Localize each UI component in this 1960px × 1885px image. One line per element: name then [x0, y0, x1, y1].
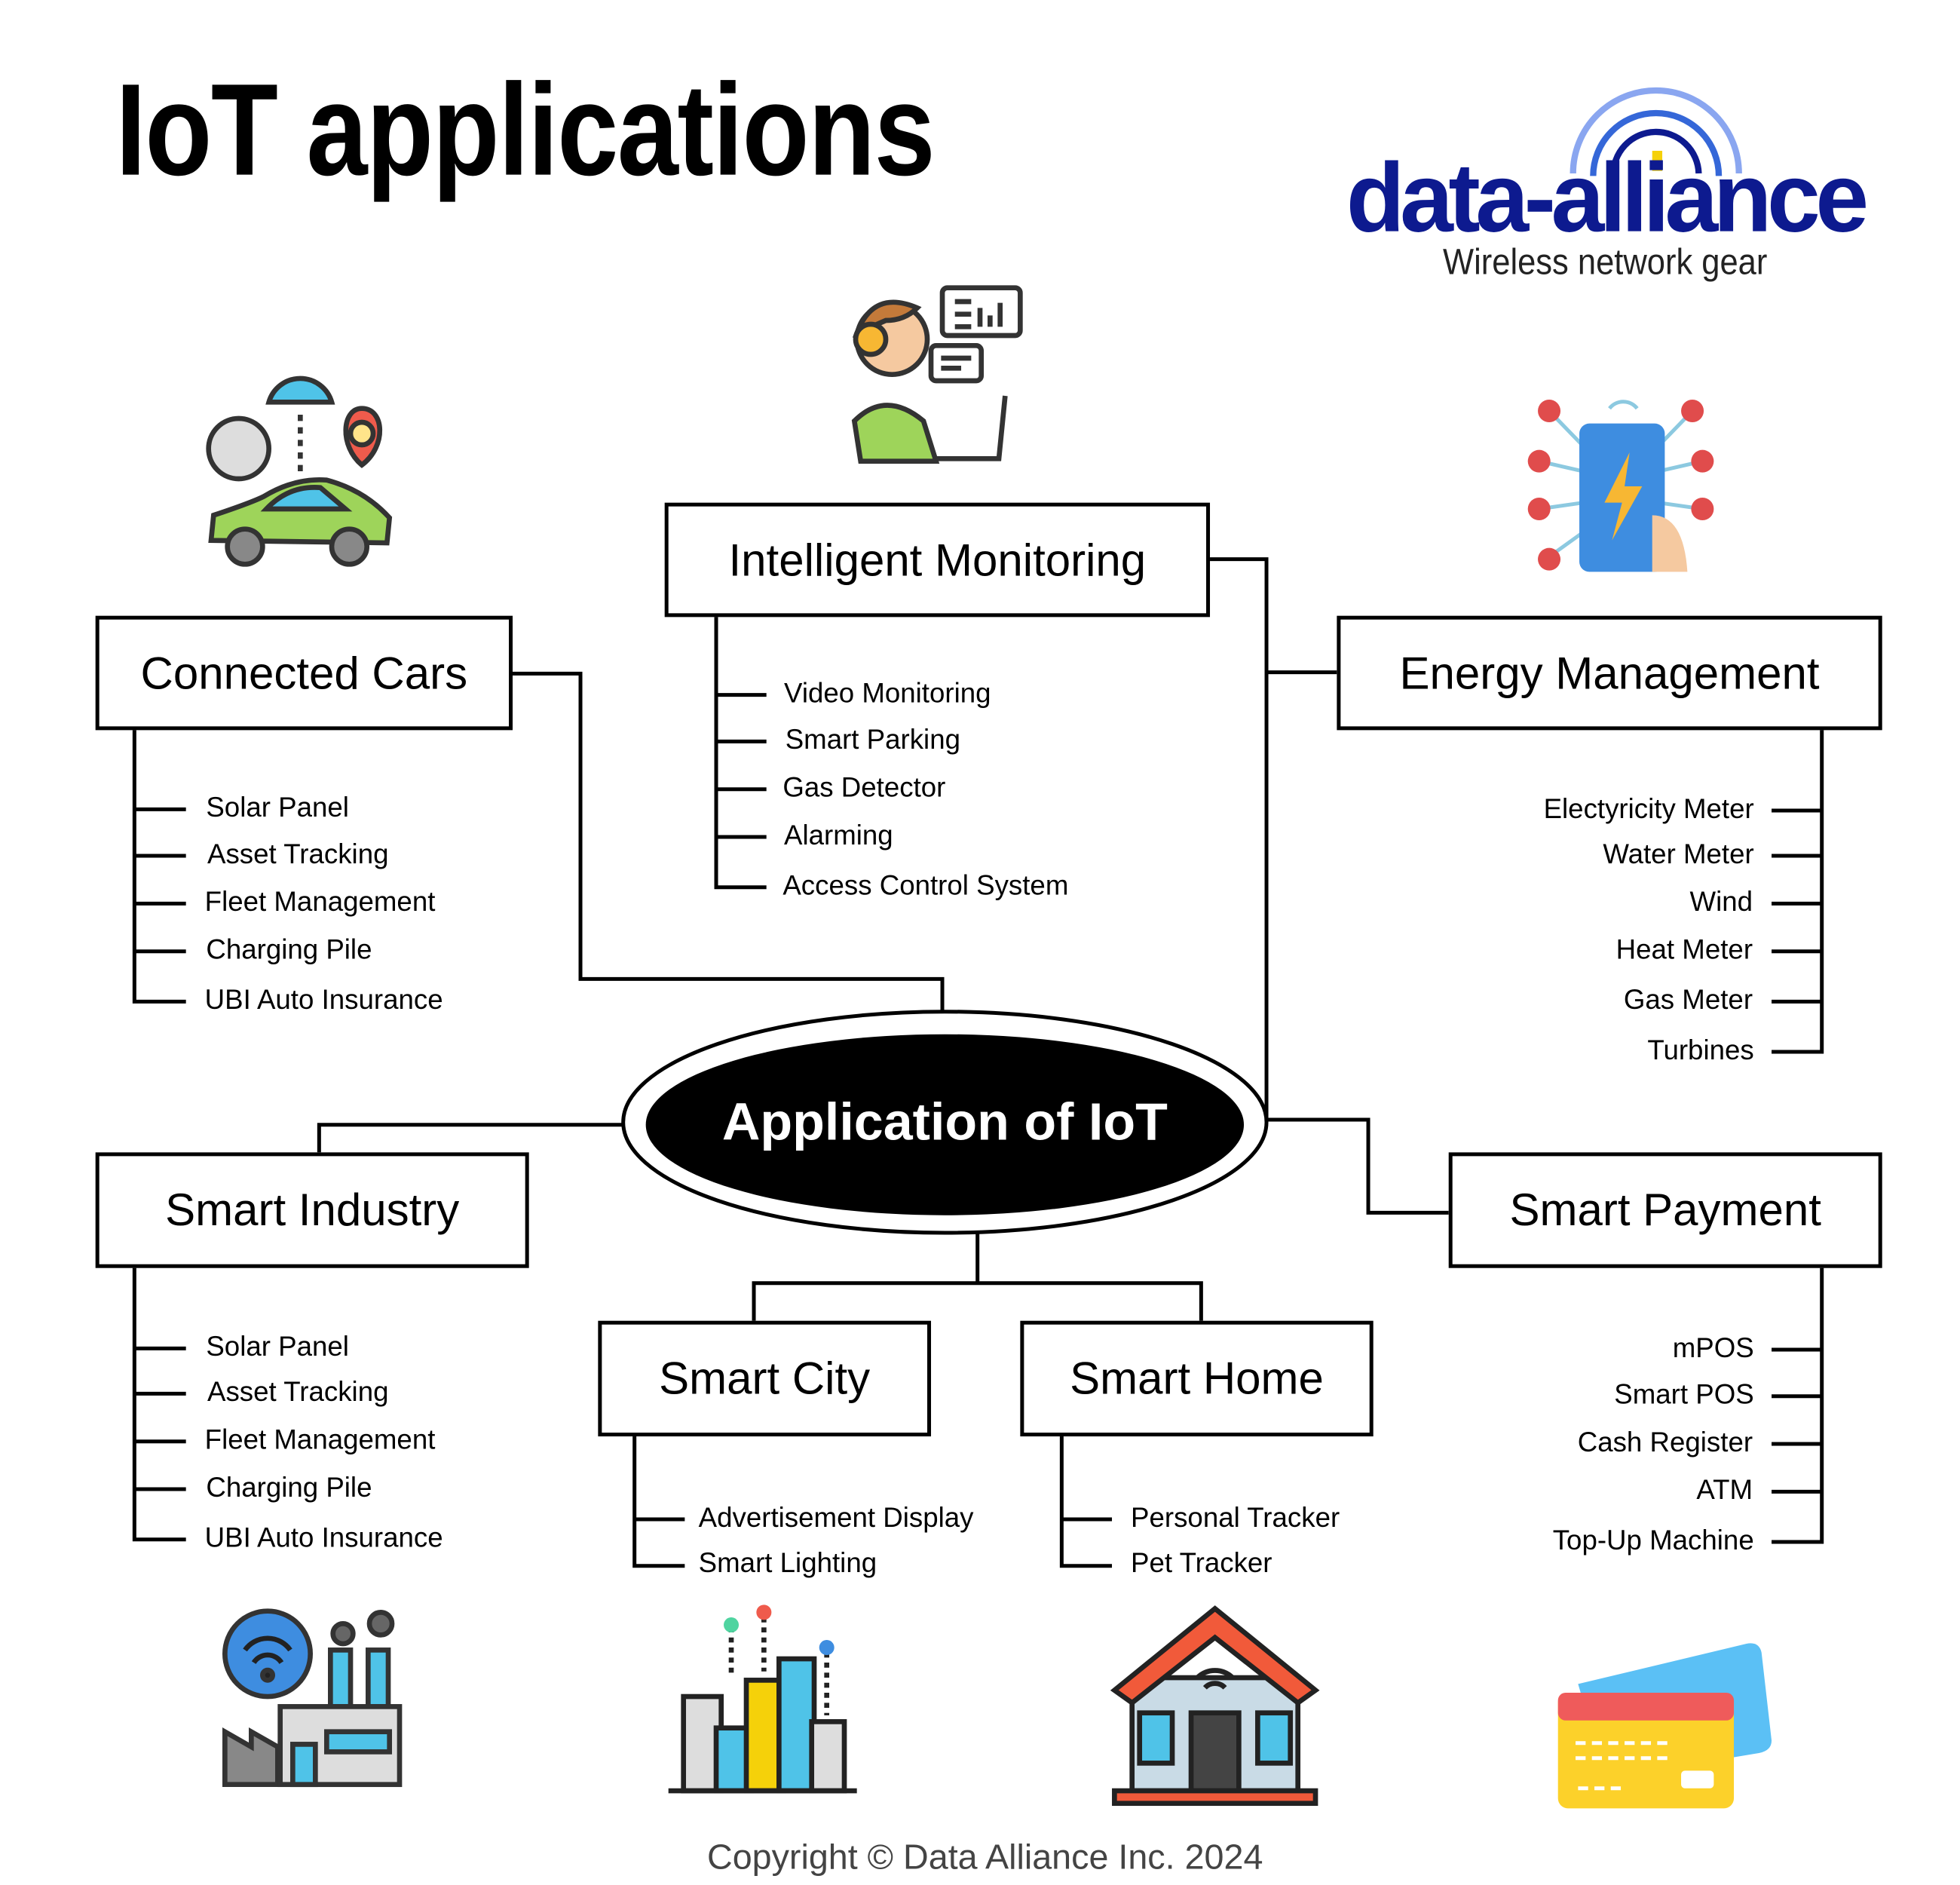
- center-ellipse: [645, 1034, 1245, 1215]
- list-item: Heat Meter: [1615, 933, 1753, 965]
- center-label: Application of IoT: [721, 1092, 1168, 1151]
- list-item: Electyricity Meter: [1543, 792, 1754, 825]
- category-energy-management: Energy Management: [1337, 615, 1882, 731]
- list-item: Cash Register: [1577, 1426, 1753, 1458]
- list-item: Fleet Management: [204, 885, 436, 918]
- support-agent-icon: [851, 285, 1023, 464]
- list-item: Fleet Management: [204, 1424, 436, 1455]
- list-item: Solar Panel: [206, 791, 349, 823]
- list-item: Alarming: [784, 819, 893, 851]
- list-item: Top-Up Machine: [1552, 1524, 1754, 1556]
- list-item: Access Control System: [782, 869, 1069, 901]
- list-item: Smart POS: [1614, 1378, 1754, 1410]
- connected-car-icon: [206, 375, 393, 567]
- logo-arcs-icon: [1570, 87, 1742, 176]
- list-item: mPOS: [1672, 1332, 1754, 1364]
- category-connected-cars: Connected Cars: [95, 615, 513, 731]
- logo-tagline: Wireless network gear: [1443, 242, 1768, 284]
- list-item: Wind: [1689, 885, 1753, 918]
- list-item: Charging Pile: [206, 1471, 372, 1503]
- list-item: Video Monitoring: [784, 677, 991, 709]
- data-alliance-logo: data-alliance Wireless network gear: [1325, 75, 1885, 296]
- smart-city-icon: [668, 1605, 857, 1794]
- list-item: Smart Parking: [785, 723, 961, 756]
- category-smart-payment: Smart Payment: [1448, 1152, 1882, 1268]
- list-item: Turbines: [1647, 1034, 1754, 1066]
- list-item: UBI Auto Insurance: [204, 983, 443, 1016]
- logo-wordmark: data-alliance: [1346, 142, 1869, 253]
- list-item: ATM: [1696, 1473, 1753, 1506]
- list-item: Asset Tracking: [207, 838, 389, 870]
- category-intelligent-monitoring: Intelligent Monitoring: [664, 502, 1211, 618]
- list-item: Gas Meter: [1623, 983, 1753, 1016]
- list-item: Personal Tracker: [1131, 1501, 1340, 1534]
- list-item: UBI Auto Insurance: [204, 1522, 443, 1553]
- list-item: Pet Tracker: [1131, 1546, 1272, 1579]
- page-title: IoT applications: [115, 57, 935, 204]
- list-item: Asset Tracking: [207, 1375, 389, 1408]
- smart-factory-icon: [222, 1608, 403, 1788]
- smartphone-energy-icon: [1527, 400, 1714, 572]
- credit-cards-icon: [1557, 1643, 1772, 1809]
- list-item: Smart Lighting: [698, 1546, 877, 1579]
- category-smart-home: Smart Home: [1020, 1320, 1374, 1437]
- copyright-text: Copyright © Data Alliance Inc. 2024: [706, 1837, 1263, 1877]
- list-item: Charging Pile: [206, 933, 372, 965]
- list-item: Gas Detector: [782, 771, 946, 803]
- list-item: Advertisement Display: [698, 1501, 974, 1534]
- category-smart-industry: Smart Industry: [95, 1152, 529, 1268]
- list-item: Water Meter: [1603, 838, 1754, 870]
- list-item: Solar Panel: [206, 1330, 349, 1362]
- category-smart-city: Smart City: [598, 1320, 932, 1437]
- smart-home-icon: [1110, 1605, 1320, 1807]
